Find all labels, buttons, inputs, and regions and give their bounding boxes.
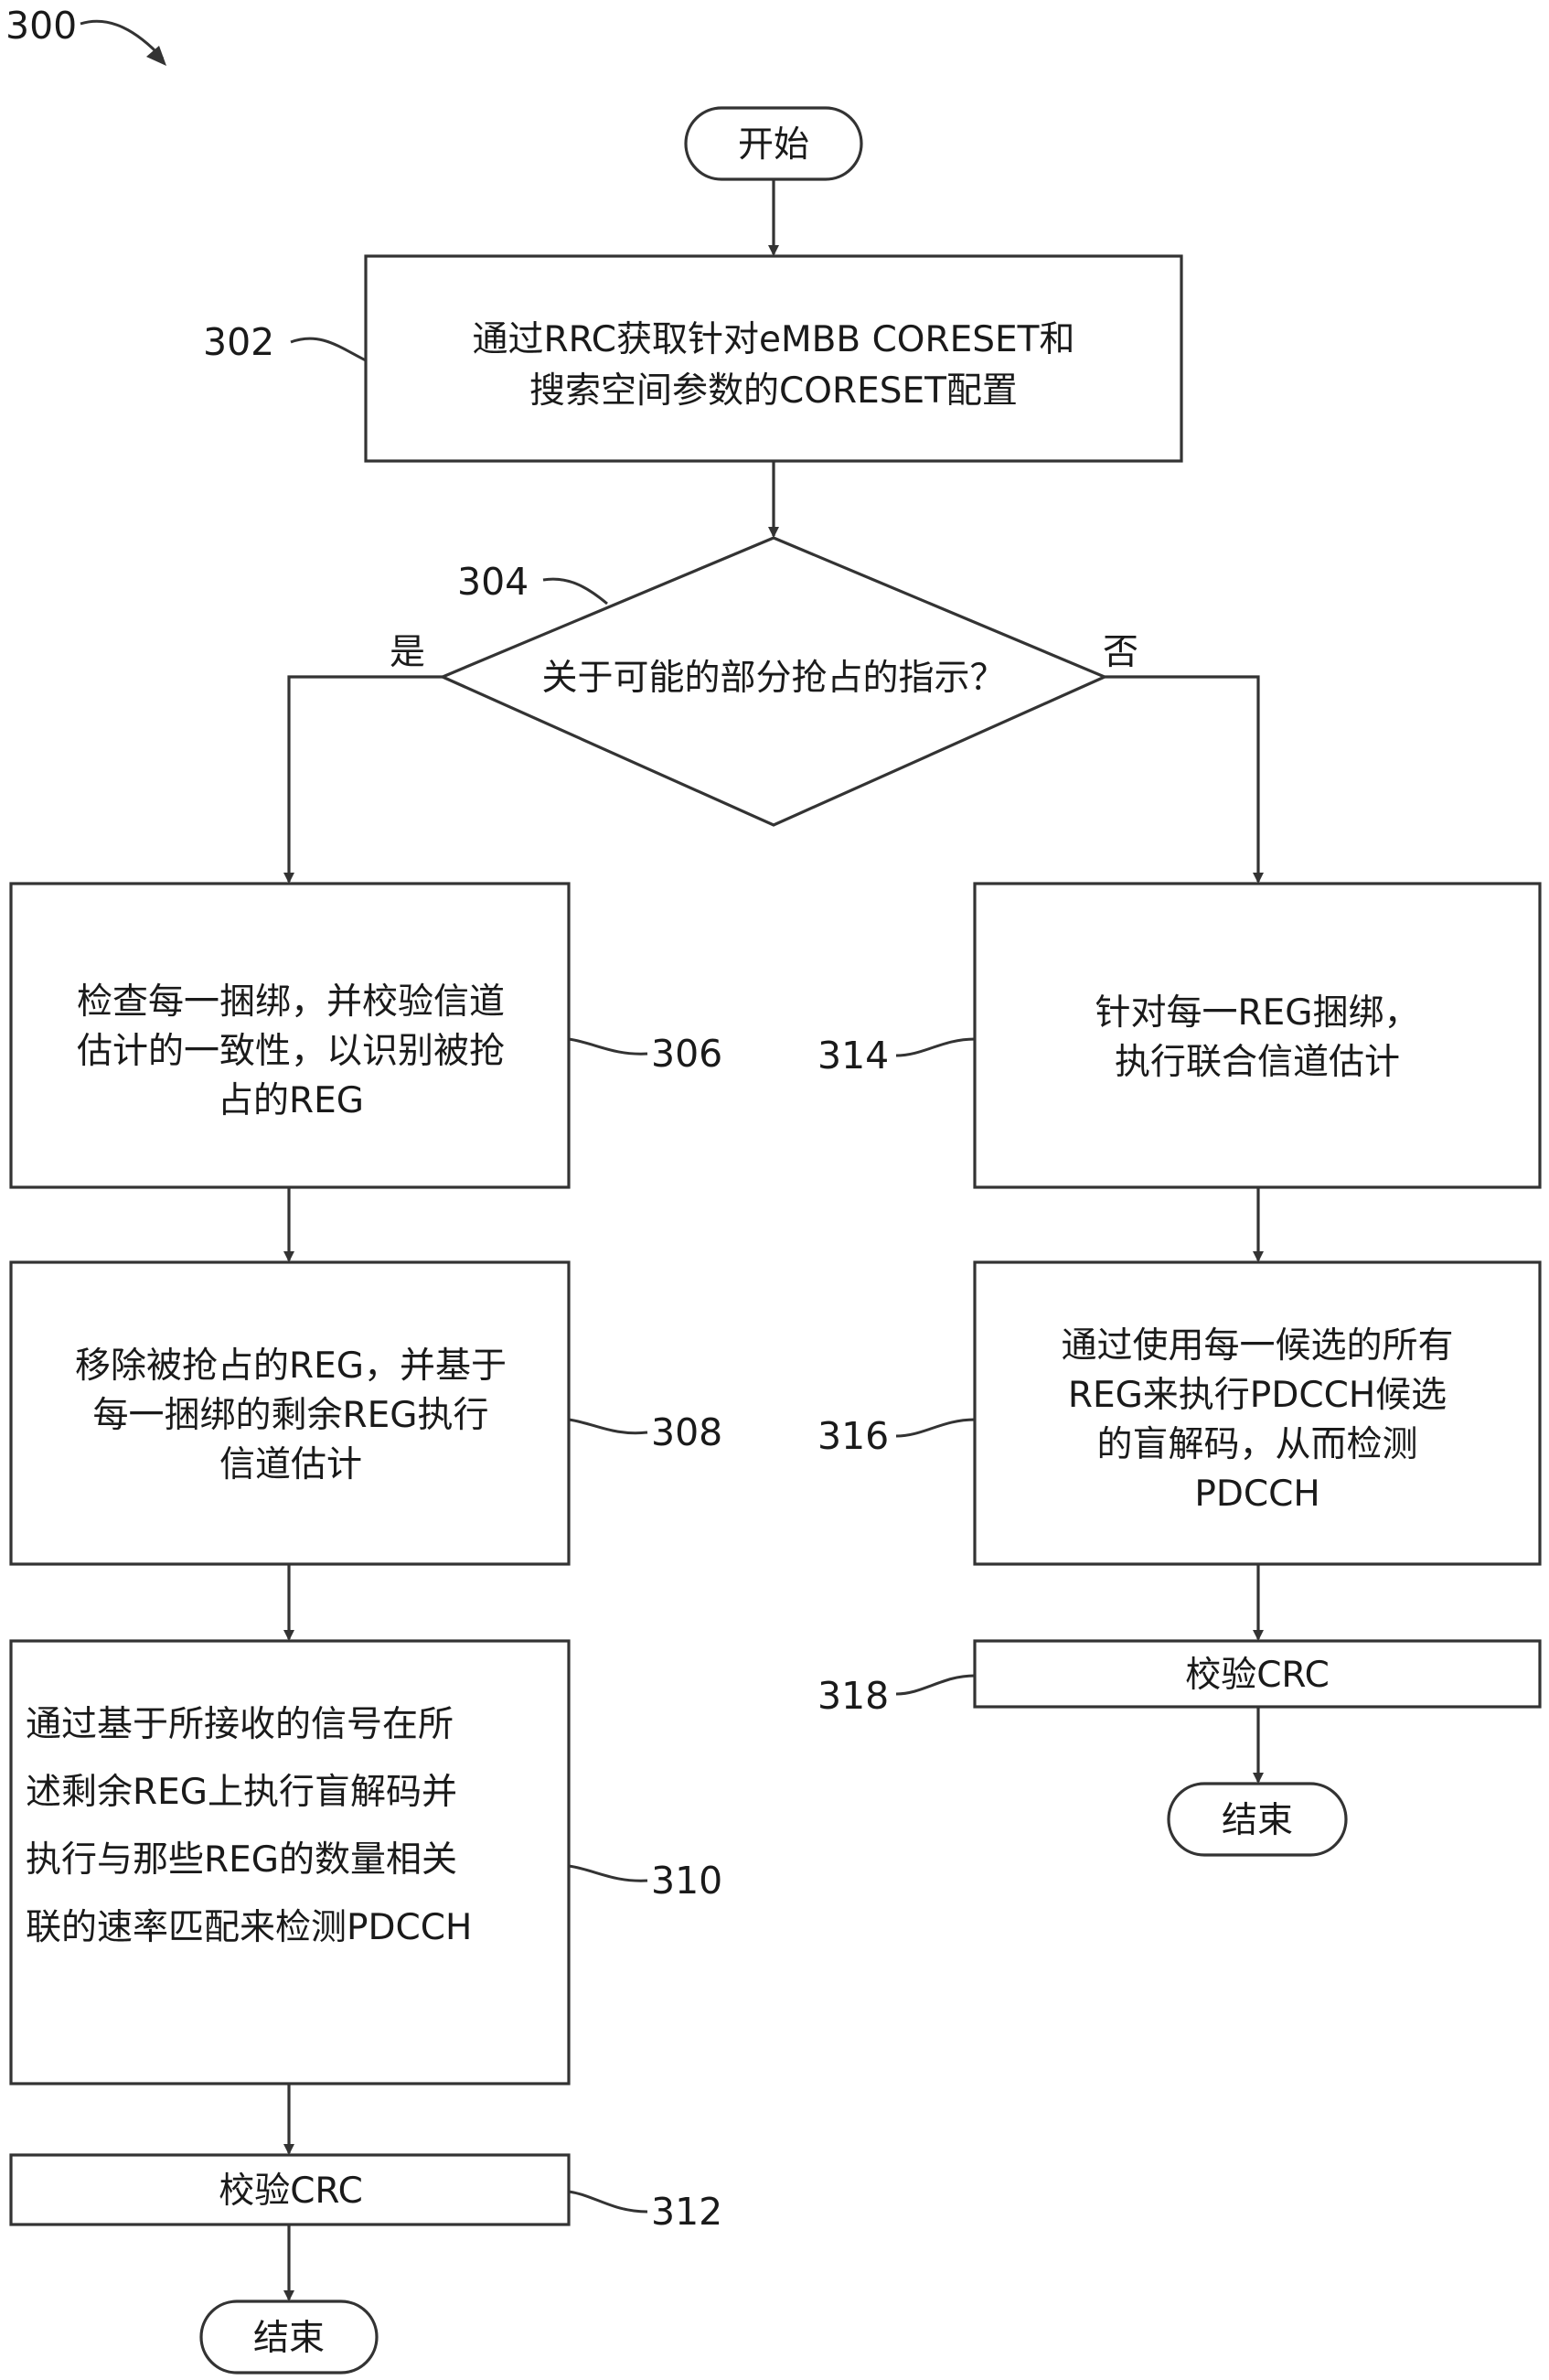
- process-308: [9, 1260, 571, 1566]
- process-316-line-3: 的盲解码，从而检测: [1096, 1424, 1417, 1465]
- end-left-label: 结束: [253, 2318, 325, 2359]
- process-316: [973, 1260, 1542, 1566]
- process-318: [973, 1639, 1542, 1709]
- process-314-line-1: 针对每一REG捆绑，: [1095, 992, 1420, 1034]
- process-308-line-2: 每一捆绑的剩余REG执行: [93, 1395, 489, 1436]
- decision-no-label: 否: [1103, 632, 1138, 673]
- process-302: [364, 254, 1183, 463]
- process-318-text: 校验CRC: [1185, 1655, 1330, 1696]
- leader-310: [568, 1864, 648, 1882]
- process-308-line-3: 信道估计: [219, 1444, 362, 1485]
- decision-304: [438, 536, 1109, 827]
- arrow-304-314: [1105, 675, 1264, 884]
- ref-310: 310: [651, 1859, 722, 1903]
- leader-308: [568, 1418, 648, 1435]
- process-310-line-4: 联的速率匹配来检测PDCCH: [26, 1907, 472, 1948]
- process-306: [9, 882, 571, 1189]
- ref-302: 302: [203, 320, 274, 364]
- ref-318: 318: [817, 1674, 889, 1718]
- figure-number: 300: [5, 4, 77, 48]
- leader-312: [568, 2190, 648, 2214]
- process-306-line-1: 检查每一捆绑，并校验信道: [77, 981, 505, 1023]
- process-314: [973, 882, 1542, 1189]
- process-316-line-2: REG来执行PDCCH候选: [1068, 1375, 1447, 1416]
- ref-308: 308: [651, 1410, 722, 1454]
- process-312: [9, 2153, 571, 2226]
- process-310-line-3: 执行与那些REG的数量相关: [26, 1839, 457, 1881]
- process-316-line-4: PDCCH: [1194, 1474, 1319, 1515]
- start-label: 开始: [738, 124, 809, 166]
- ref-314: 314: [817, 1034, 889, 1077]
- leader-306: [568, 1037, 648, 1056]
- decision-yes-label: 是: [390, 632, 425, 673]
- process-310-line-2: 述剩余REG上执行盲解码并: [26, 1772, 457, 1813]
- ref-306: 306: [651, 1032, 722, 1076]
- leader-318: [895, 1674, 976, 1696]
- process-312-text: 校验CRC: [219, 2171, 363, 2212]
- ref-312: 312: [651, 2190, 722, 2234]
- arrow-304-306: [283, 675, 443, 884]
- process-302-line-1: 通过RRC获取针对eMBB CORESET和: [473, 319, 1075, 360]
- process-308-line-1: 移除被抢占的REG，并基于: [75, 1345, 507, 1387]
- process-314-line-2: 执行联合信道估计: [1115, 1042, 1400, 1083]
- end-right-label: 结束: [1222, 1800, 1293, 1841]
- end-terminal-right: [1167, 1782, 1348, 1857]
- decision-304-text: 关于可能的部分抢占的指示？: [541, 658, 1005, 699]
- process-306-line-3: 占的REG: [218, 1080, 364, 1121]
- leader-316: [895, 1418, 976, 1438]
- leader-302: [290, 337, 367, 362]
- end-terminal-left: [199, 2300, 379, 2375]
- leader-304: [542, 577, 608, 606]
- leader-314: [895, 1037, 976, 1057]
- process-306-line-2: 估计的一致性，以识别被抢: [77, 1031, 505, 1072]
- ref-316: 316: [817, 1414, 889, 1458]
- figure-number-arrow: [80, 19, 165, 60]
- process-310-line-1: 通过基于所接收的信号在所: [26, 1704, 454, 1745]
- figure-number-arrowhead: [146, 46, 166, 66]
- ref-304: 304: [457, 560, 529, 604]
- process-302-line-2: 搜索空间参数的CORESET配置: [529, 370, 1018, 412]
- process-316-line-1: 通过使用每一候选的所有: [1061, 1325, 1453, 1367]
